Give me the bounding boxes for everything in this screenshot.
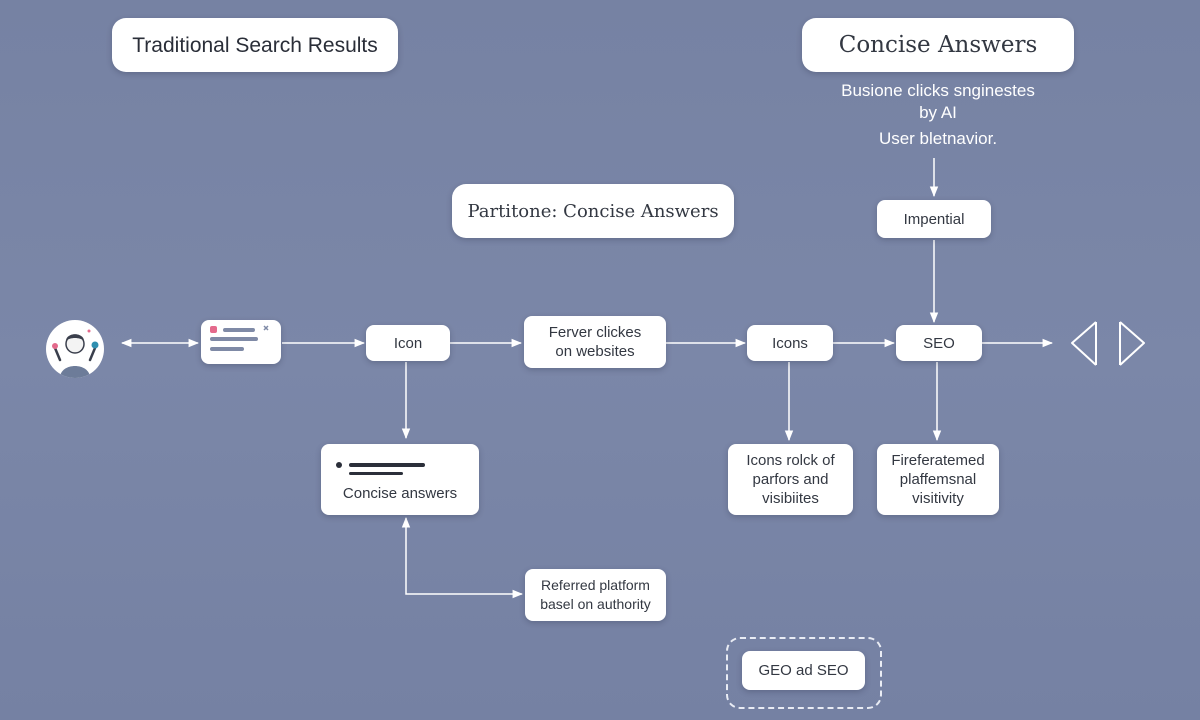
ai-clicks-line-2: by AI bbox=[919, 103, 957, 122]
icons-role-node: Icons rolck of parfors and visibiites bbox=[728, 444, 853, 515]
traditional-search-header: Traditional Search Results bbox=[112, 18, 398, 72]
concise-answers-header: Concise Answers bbox=[802, 18, 1074, 72]
user-behavior-text: User bletnavior. bbox=[878, 129, 998, 148]
left-right-chevron-icon bbox=[1071, 321, 1145, 366]
concise-answers-label: Concise answers bbox=[342, 485, 458, 502]
text-lines-icon bbox=[336, 462, 425, 475]
icons-node: Icons bbox=[747, 325, 833, 361]
partitone-header: Partitone: Concise Answers bbox=[452, 184, 734, 238]
ai-clicks-line-1: Busione clicks snginestes bbox=[841, 81, 1035, 100]
fewer-clicks-node: Ferver clickes on websites bbox=[524, 316, 666, 368]
icon-node: Icon bbox=[366, 325, 450, 361]
geo-seo-node: GEO ad SEO bbox=[742, 651, 865, 690]
arrow-referred-to-concise bbox=[401, 516, 524, 599]
fireferatemed-node: Fireferatemed plaffemsnal visitivity bbox=[877, 444, 999, 515]
impential-node: Impential bbox=[877, 200, 991, 238]
seo-node: SEO bbox=[896, 325, 982, 361]
referred-platform-node: Referred platform basel on authority bbox=[525, 569, 666, 621]
person-avatar-icon bbox=[46, 320, 104, 378]
concise-answers-node: Concise answers bbox=[321, 444, 479, 515]
ai-clicks-text: Busione clicks snginestes by AI bbox=[818, 80, 1058, 124]
search-result-card-icon bbox=[201, 320, 281, 364]
geo-seo-group bbox=[726, 637, 882, 709]
